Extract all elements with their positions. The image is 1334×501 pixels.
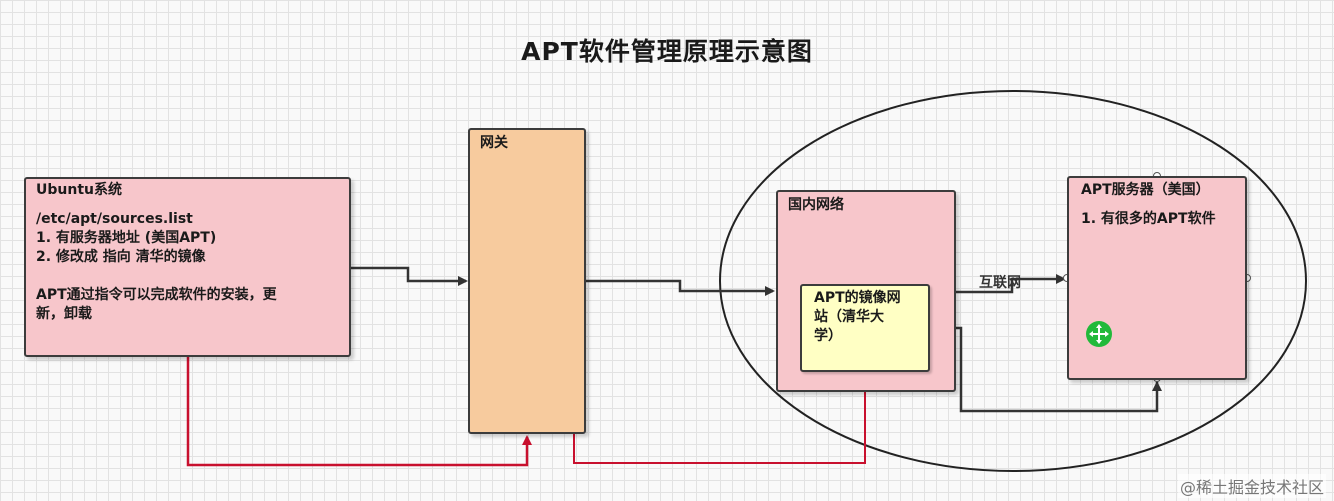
mirror-line-1: APT的镜像网	[814, 290, 901, 306]
connector-gateway-to-mirror-red	[573, 373, 870, 464]
ubuntu-system-box[interactable]: Ubuntu系统 /etc/apt/sources.list 1. 有服务器地址…	[24, 177, 351, 357]
connector-gateway-to-domestic	[586, 279, 775, 296]
overseas-ellipse	[719, 90, 1307, 472]
connector-internet	[956, 274, 1066, 294]
internet-label: 互联网	[979, 275, 1021, 291]
mirror-line-3: 学）	[814, 328, 842, 344]
spacer	[36, 267, 339, 286]
connector-ubuntu-to-gateway	[351, 266, 468, 286]
ubuntu-heading: Ubuntu系统	[36, 182, 122, 198]
ubuntu-note-line-1: APT通过指令可以完成软件的安装，更	[36, 287, 277, 303]
ubuntu-note-line-2: 新，卸载	[36, 306, 92, 322]
gateway-label: 网关	[480, 135, 508, 151]
ubuntu-item-1: 1. 有服务器地址 (美国APT)	[36, 230, 217, 246]
apt-mirror-box[interactable]: APT的镜像网 站（清华大 学）	[800, 284, 930, 372]
gateway-box[interactable]: 网关	[468, 128, 586, 434]
diagram-title: APT软件管理原理示意图	[521, 37, 813, 66]
sources-list-path: /etc/apt/sources.list	[36, 211, 193, 227]
connector-arrowhead-up	[1152, 381, 1162, 391]
watermark: @稀土掘金技术社区	[1177, 474, 1326, 498]
spacer	[1081, 200, 1233, 210]
mirror-line-2: 站（清华大	[814, 309, 884, 325]
domestic-network-label: 国内网络	[788, 197, 844, 213]
apt-server-item-1: 1. 有很多的APT软件	[1081, 211, 1216, 227]
apt-server-heading: APT服务器（美国）	[1081, 182, 1210, 198]
spacer	[36, 200, 339, 210]
apt-server-box[interactable]: APT服务器（美国） 1. 有很多的APT软件	[1067, 176, 1247, 380]
ubuntu-item-2: 2. 修改成 指向 清华的镜像	[36, 249, 206, 265]
move-icon[interactable]	[1085, 320, 1113, 348]
connector-ubuntu-to-gateway-red	[186, 357, 532, 467]
